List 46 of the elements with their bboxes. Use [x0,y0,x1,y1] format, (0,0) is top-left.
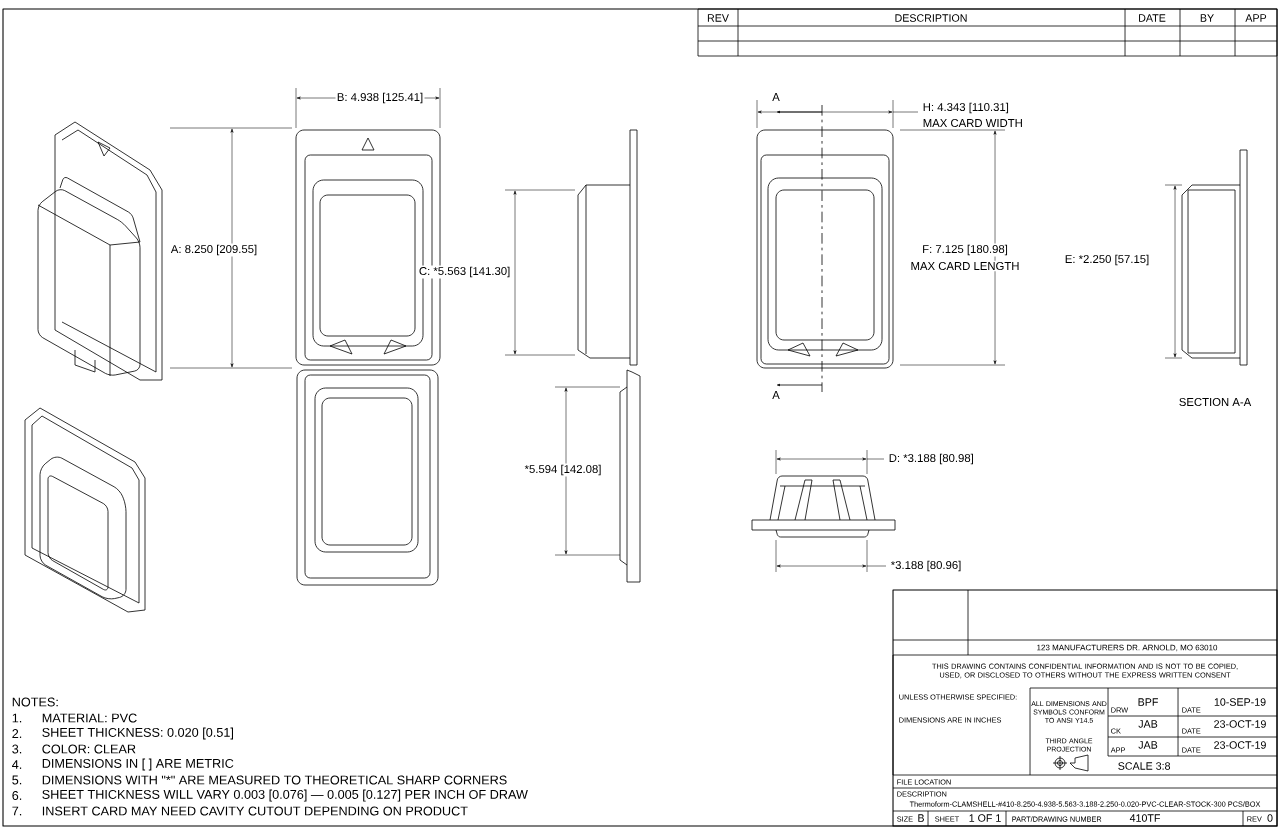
initials-text: BPF [1138,698,1158,706]
dimension-text: *5.594 [142.08] [523,463,603,477]
date-text: 23-OCT-19 [1214,741,1266,749]
view-label: SECTION A-A [1179,398,1252,406]
part-number: 410TF [1129,814,1160,822]
dimension-text: B: 4.938 [125.41] [335,91,425,105]
section-letter: A [772,93,780,101]
note-text: SHEET THICKNESS WILL VARY 0.003 [0.076] — 0.005 [0.127] PER INCH OF DRAW [42,789,528,802]
notes-heading: NOTES: [12,697,58,707]
note-number: 7. [12,806,22,816]
scale-text: SCALE 3:8 [1118,762,1171,770]
column-header: DATE [1139,14,1166,22]
dimension-text: MAX CARD WIDTH [923,119,1022,127]
note-text: DIMENSIONS WITH "*" ARE MEASURED TO THEORETICAL SHARP CORNERS [42,775,507,785]
note-text: MATERIAL: PVC [42,713,137,723]
rev-text: 0 [1267,814,1273,822]
note-text: SHEET THICKNESS: 0.020 [0.51] [42,727,233,740]
dimension-text: C: *5.563 [141.30] [417,265,512,279]
dimension-text: D: *3.188 [80.98] [889,453,973,465]
dimension-text: *3.188 [80.96] [890,560,961,572]
dimension-text: MAX CARD LENGTH [909,260,1021,272]
dimension-text: A: 8.250 [209.55] [169,243,259,257]
sheet-text: 1 OF 1 [969,814,1001,822]
dimension-text: F: 7.125 [180.98] [920,243,1010,257]
initials-text: JAB [1138,720,1158,728]
column-header: REV [707,14,729,22]
size-text: B [918,814,924,822]
note-number: 3. [12,744,22,754]
note-number: 5. [12,775,22,785]
note-text: DIMENSIONS IN [ ] ARE METRIC [42,758,234,771]
date-text: 23-OCT-19 [1214,720,1266,728]
dimension-text: E: *2.250 [57.15] [1063,253,1151,267]
column-header: DESCRIPTION [895,14,967,22]
address-text: 123 MANUFACTURERS DR. ARNOLD, MO 63010 [1037,644,1218,652]
note-number: 1. [12,713,22,723]
column-header: BY [1200,14,1214,22]
note-text: INSERT CARD MAY NEED CAVITY CUTOUT DEPENDING ON PRODUCT [42,806,468,816]
date-text: 10-SEP-19 [1214,698,1266,706]
section-letter: A [772,391,780,399]
dimension-text: H: 4.343 [110.31] [923,102,1009,114]
initials-text: JAB [1138,741,1158,749]
column-header: APP [1245,14,1267,22]
note-number: 2. [12,729,22,738]
note-text: COLOR: CLEAR [42,744,136,754]
note-number: 6. [12,791,22,800]
note-number: 4. [12,760,22,769]
